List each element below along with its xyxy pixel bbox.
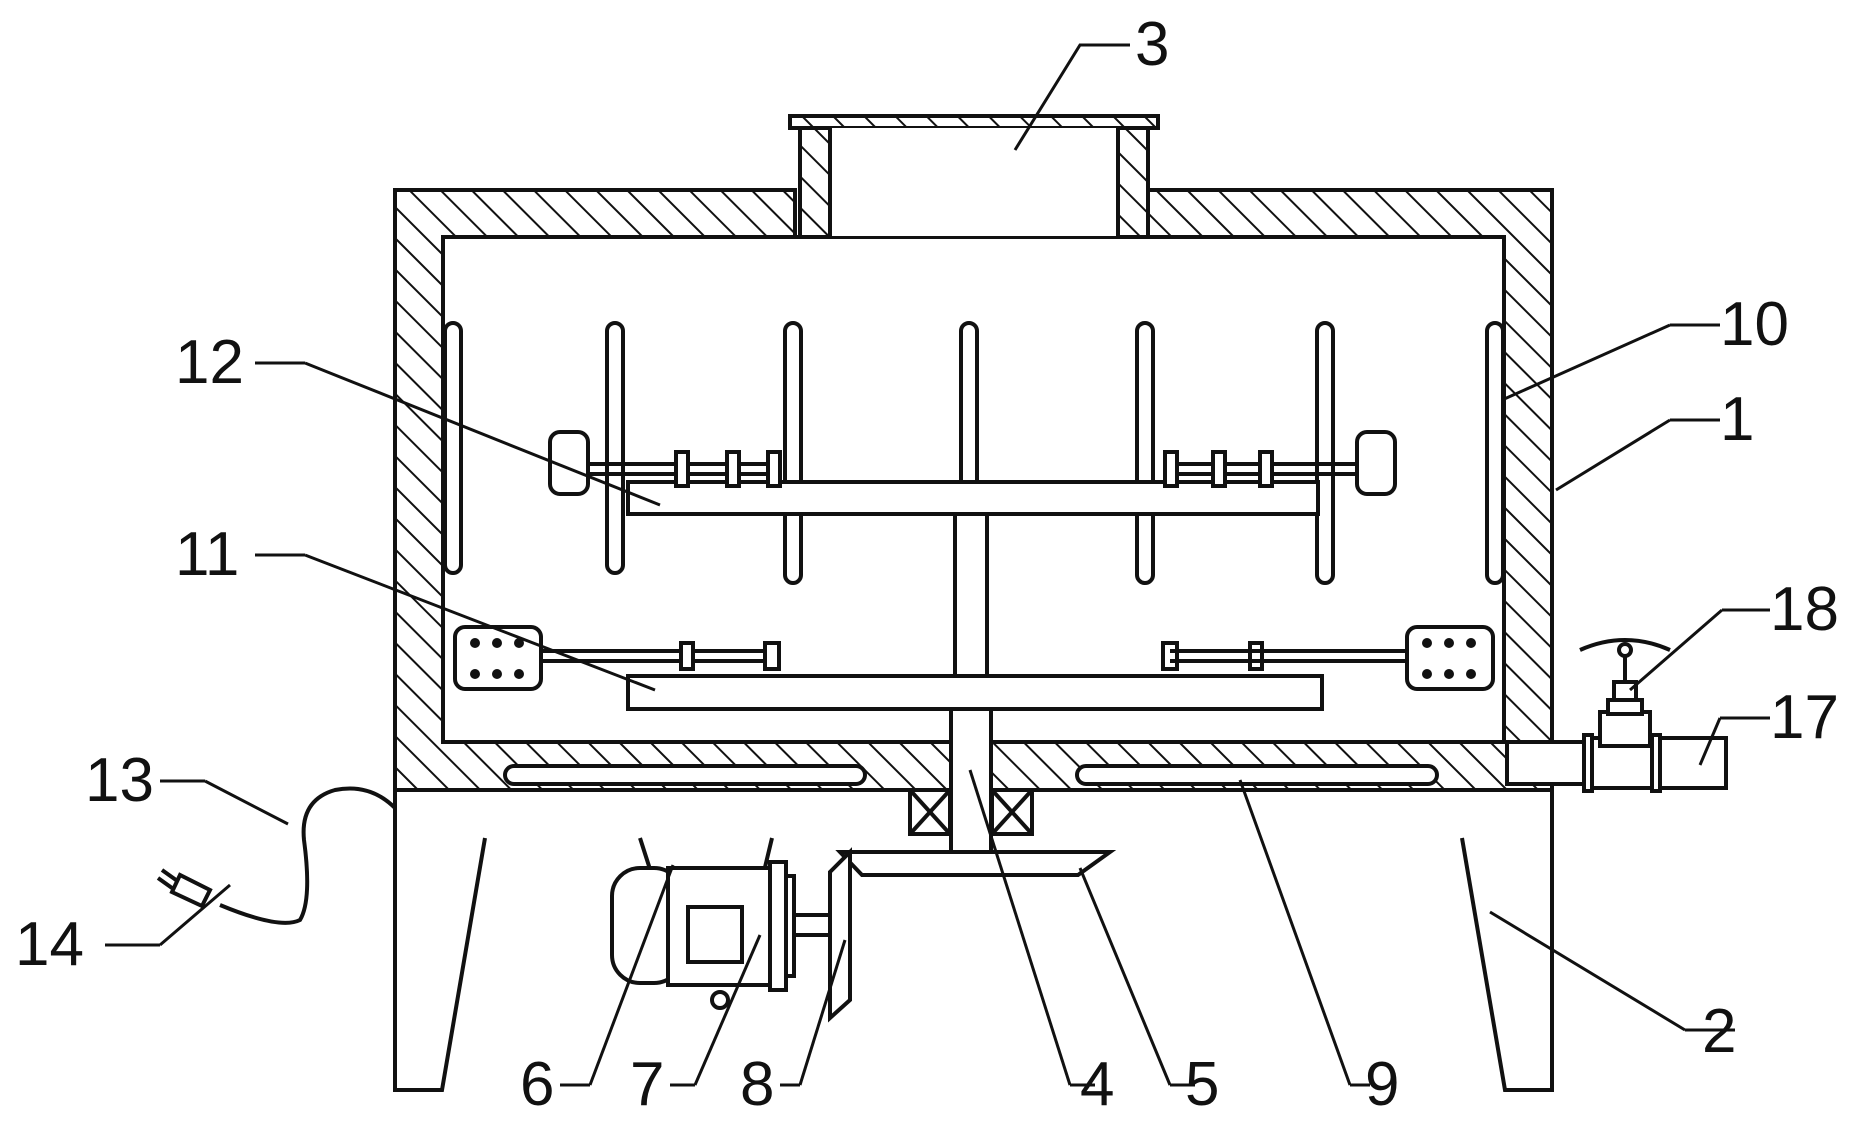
- bevel-gear: [835, 850, 1117, 877]
- label-9: 9: [1365, 1050, 1399, 1119]
- label-2: 2: [1702, 997, 1736, 1066]
- label-18: 18: [1770, 575, 1839, 644]
- label-5: 5: [1185, 1050, 1219, 1119]
- drive-gear: [828, 847, 852, 1023]
- label-10: 10: [1720, 290, 1789, 359]
- part-labels: 3 10 1 18 17 12 11 13 14 2 6 7 8 4 5 9: [15, 10, 1839, 1119]
- feed-inlet: [788, 114, 1160, 239]
- label-14: 14: [15, 910, 84, 979]
- label-1: 1: [1720, 385, 1754, 454]
- label-11: 11: [175, 520, 239, 589]
- label-12: 12: [175, 328, 244, 397]
- power-cord: [156, 786, 397, 925]
- label-7: 7: [630, 1050, 664, 1119]
- label-4: 4: [1080, 1050, 1114, 1119]
- wall-strips: [443, 321, 1505, 595]
- drain-valve: [1505, 638, 1728, 793]
- label-6: 6: [520, 1050, 554, 1119]
- label-3: 3: [1135, 10, 1169, 79]
- support-legs: [393, 790, 1554, 1092]
- central-shaft: [908, 512, 1034, 854]
- label-13: 13: [85, 746, 154, 815]
- upper-arm: [548, 430, 1397, 516]
- lower-arm: [453, 625, 1495, 711]
- label-17: 17: [1770, 683, 1839, 752]
- leader-lines: [105, 43, 1770, 1087]
- bottom-scrapers: [503, 764, 1439, 786]
- label-8: 8: [740, 1050, 774, 1119]
- motor: [610, 860, 832, 1010]
